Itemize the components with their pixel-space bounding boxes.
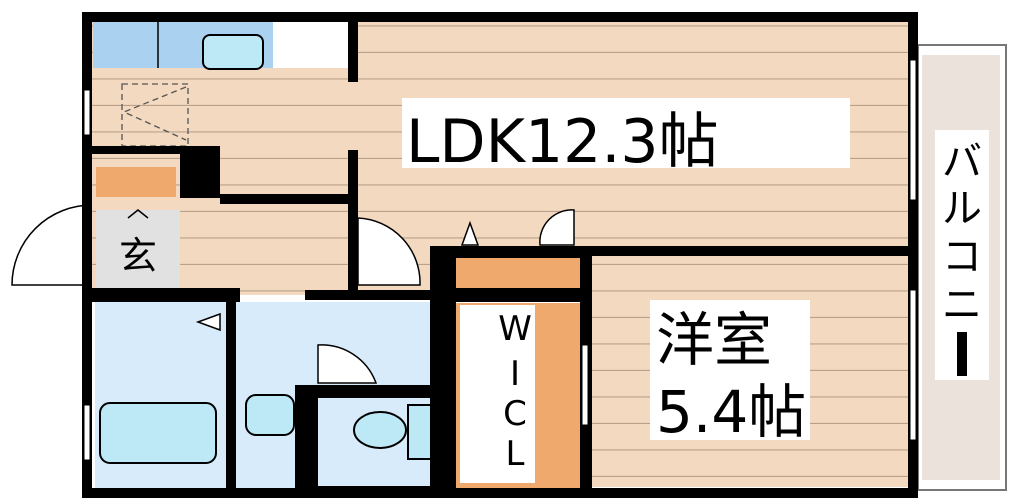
- western-room-label-bg: [650, 300, 810, 440]
- bathtub-icon: [99, 402, 217, 464]
- western-room-label-line1: 洋室: [656, 306, 772, 374]
- balcony-char-2: ル: [942, 186, 982, 232]
- balcony-char-4: ニ: [942, 282, 982, 328]
- shoe-cabinet: [96, 167, 176, 197]
- fridge-space-mark: [122, 86, 187, 141]
- windows: [83, 59, 917, 461]
- wic-shelf: [455, 258, 580, 290]
- bath-door-mark: [195, 312, 221, 332]
- wic-char-i: I: [510, 354, 520, 394]
- toilet-tank-icon: [407, 404, 433, 460]
- balcony-char-5: [957, 332, 967, 376]
- balcony-char-3: コ: [942, 234, 982, 280]
- wic-inner: [460, 305, 535, 483]
- entrance-door-swing: [11, 204, 93, 286]
- ldk-label: LDK12.3帖: [406, 107, 719, 177]
- wic-door-right: [539, 209, 575, 246]
- entrance-dark-block: [180, 152, 220, 198]
- western-room-label-line2: 5.4帖: [656, 378, 806, 446]
- wic-door-left: [460, 220, 480, 246]
- wic-char-l: L: [506, 434, 525, 474]
- ldk-label-bg: [402, 98, 850, 168]
- washbasin-icon: [245, 394, 295, 436]
- toilet-door-swing: [317, 344, 378, 384]
- hall-door-swing: [357, 217, 421, 286]
- entrance-label: 玄: [119, 234, 157, 278]
- kitchen-counter-back: [273, 20, 349, 68]
- balcony-char-1: バ: [942, 139, 982, 185]
- entrance-floor: [96, 210, 180, 290]
- wic-char-w: W: [498, 309, 532, 349]
- toilet-bowl-icon: [353, 411, 407, 449]
- wic-char-c: C: [503, 394, 527, 434]
- walls: [82, 12, 918, 498]
- entrance-step-mark: [127, 209, 149, 219]
- sink-icon: [202, 34, 264, 70]
